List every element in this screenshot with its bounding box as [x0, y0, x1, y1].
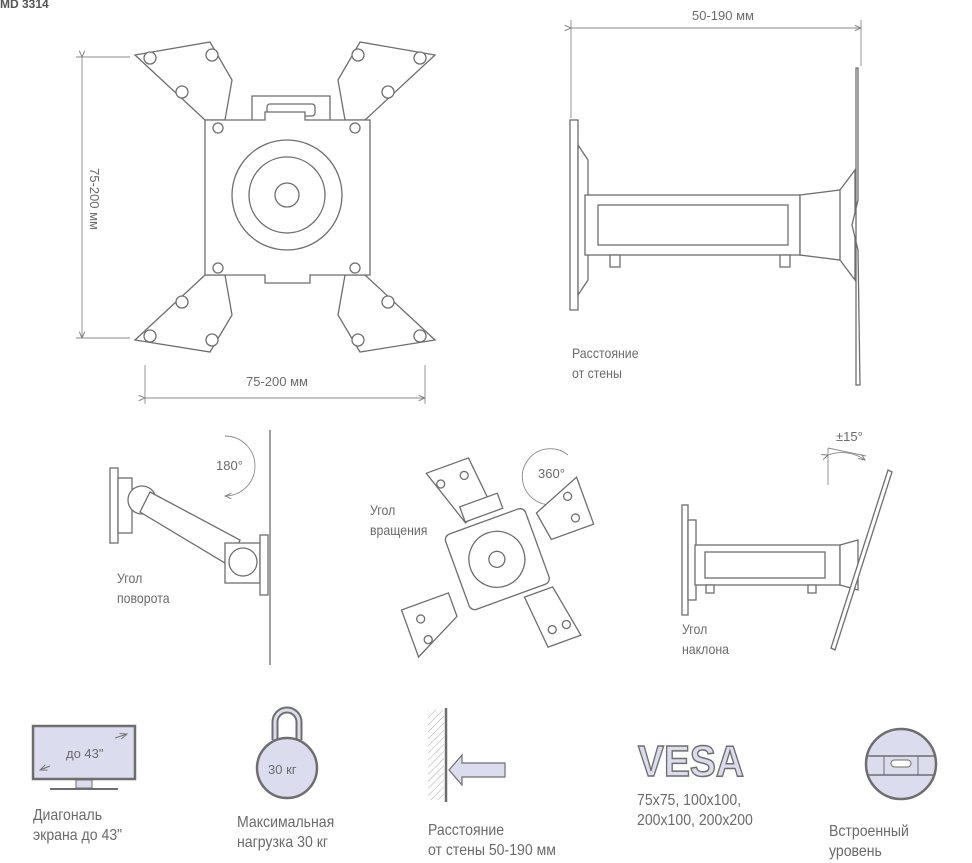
label-line: поворота: [117, 590, 170, 606]
vesa-icon-text: VESA: [638, 737, 744, 786]
feature-load-label: Максимальная нагрузка 30 кг: [237, 813, 334, 853]
model-title: MD 3314: [0, 0, 49, 11]
tilt-drawing: ±15°: [681, 429, 893, 651]
kettlebell-icon: 30 кг: [255, 706, 319, 800]
tilt-angle-label: ±15°: [836, 429, 863, 444]
swivel-angle-label: 180°: [216, 458, 243, 473]
tilt-label: Угол наклона: [682, 619, 729, 659]
rotation-label: Угол вращения: [370, 500, 427, 540]
label-line: Диагональ: [33, 807, 103, 824]
label-line: 75x75, 100x100,: [637, 792, 742, 809]
feature-diagonal-label: Диагональ экрана до 43": [33, 806, 122, 846]
distance-dimension-label: 50-190 мм: [692, 8, 754, 23]
feature-vesa-label: 75x75, 100x100, 200x100, 200x200: [637, 791, 753, 831]
label-line: Расстояние: [428, 822, 505, 839]
side-view-drawing: 50-190 мм: [570, 8, 861, 386]
feature-level-label: Встроенный уровень: [829, 822, 955, 862]
swivel-label: Угол поворота: [117, 568, 170, 608]
label-line: вращения: [370, 522, 428, 538]
level-icon: [864, 727, 938, 801]
vesa-plate-drawing: 75-200 мм 75-200 мм: [76, 41, 437, 404]
rotation-drawing: 360°: [400, 448, 595, 659]
vesa-icon: VESA: [637, 736, 745, 787]
kettlebell-icon-text: 30 кг: [268, 762, 297, 777]
swivel-arrow-icon: [225, 435, 256, 496]
monitor-icon: до 43": [31, 724, 137, 790]
feature-distance-label: Расстояние от стены 50-190 мм: [428, 821, 556, 861]
label-line: нагрузка 30 кг: [237, 834, 328, 851]
height-dimension-label: 75-200 мм: [87, 168, 102, 230]
label-line: экрана до 43": [33, 827, 123, 844]
width-dimension-label: 75-200 мм: [246, 374, 308, 389]
label-line: Угол: [682, 621, 708, 637]
wall-distance-icon: [428, 708, 506, 802]
label-line: Встроенный уровень: [829, 823, 909, 860]
label-line: Угол: [370, 502, 396, 518]
rotation-angle-label: 360°: [538, 466, 565, 481]
label-line: 200x100, 200x200: [637, 812, 753, 829]
label-line: от стены 50-190 мм: [428, 842, 556, 859]
label-line: наклона: [682, 641, 730, 657]
label-line: Угол: [117, 570, 143, 586]
label-line: Максимальная: [237, 814, 335, 831]
side-view-label: Расстояние от стены: [572, 343, 639, 383]
monitor-icon-text: до 43": [66, 746, 104, 761]
label-line: Расстояние: [572, 345, 639, 361]
swivel-drawing: 180°: [109, 430, 271, 665]
label-line: от стены: [572, 365, 622, 381]
